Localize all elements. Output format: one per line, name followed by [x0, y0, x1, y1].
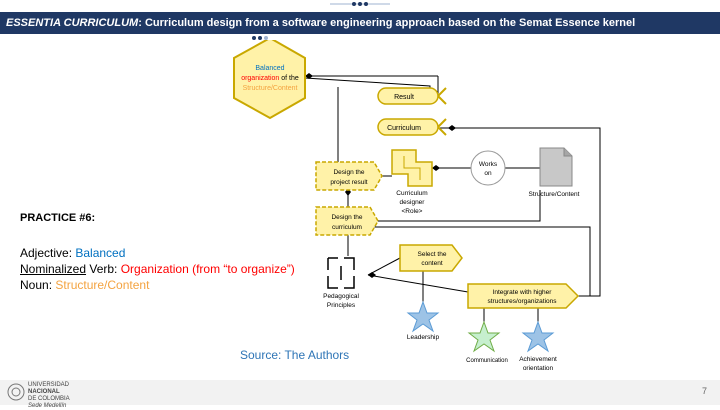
- activity-design-curriculum: Design the curriculum: [315, 206, 379, 236]
- role-line2: designer: [400, 199, 426, 206]
- activity-space-select-content: Select the content: [399, 244, 463, 272]
- activity-design-result-line2: project result: [330, 179, 367, 186]
- competency-leadership-label: Leadership: [407, 334, 440, 341]
- noun-value: Structure/Content: [55, 278, 150, 292]
- verb-label: Nominalized: [20, 262, 87, 276]
- alpha-curriculum-label: Curriculum: [387, 125, 421, 132]
- noun-line: Noun: Structure/Content: [20, 278, 149, 292]
- slide-title-italic: ESSENTIA CURRICULUM: [6, 17, 139, 29]
- select-content-line1: Select the: [418, 251, 447, 258]
- logo-line4: Sede Medellín: [28, 403, 67, 409]
- noun-label: Noun:: [20, 278, 56, 292]
- goal-word-structure: Structure/Content: [243, 85, 298, 92]
- goal-word-balanced: Balanced: [255, 65, 284, 72]
- adjective-line: Adjective: Balanced: [20, 246, 125, 260]
- activity-design-result-line1: Design the: [333, 169, 364, 176]
- adjective-label: Adjective:: [20, 246, 76, 260]
- source-caption: Source: The Authors: [240, 348, 350, 362]
- role-line3: <Role>: [402, 208, 423, 215]
- works-on-circle: Works on: [470, 150, 506, 186]
- practice-description: PRACTICE #6: Adjective: Balanced Nominal…: [20, 212, 340, 302]
- alpha-result: Result: [377, 87, 447, 105]
- university-logo-text: UNIVERSIDAD NACIONAL DE COLOMBIA Sede Me…: [28, 382, 70, 410]
- verb-label-rest: Verb:: [86, 262, 121, 276]
- work-product-icon: [539, 147, 573, 187]
- pattern-line2: Principles: [327, 302, 356, 309]
- competency-achievement-star-icon: [521, 320, 555, 353]
- select-content-line2: content: [421, 260, 443, 267]
- role-line1: Curriculum: [396, 190, 427, 197]
- adjective-value: Balanced: [75, 246, 126, 260]
- works-on-line1: Works: [479, 161, 498, 168]
- competency-communication-star-icon: [467, 320, 501, 353]
- logo-line3: DE COLOMBIA: [28, 396, 70, 402]
- competency-leadership-star-icon: [406, 300, 440, 333]
- university-seal-icon: [7, 383, 25, 401]
- activity-design-curriculum-line1: Design the: [331, 214, 362, 221]
- slide-title-bar: ESSENTIA CURRICULUM: Curriculum design f…: [0, 12, 720, 34]
- goal-line2: organization of the: [241, 75, 299, 82]
- goal-hexagon: [233, 40, 306, 120]
- activity-design-project-result: Design the project result: [315, 161, 383, 191]
- goal-word-organization: organization: [241, 75, 279, 82]
- activity-space-integrate: Integrate with higher structures/organiz…: [467, 283, 580, 309]
- pattern-pedagogical-principles-icon: [327, 257, 355, 289]
- works-on-line2: on: [484, 170, 492, 177]
- verb-value: Organization (from “to organize”): [120, 262, 295, 276]
- pattern-line1: Pedagogical: [323, 293, 359, 300]
- work-product-label: Structure/Content: [529, 191, 580, 198]
- verb-line: Nominalized Verb: Organization (from “to…: [20, 262, 295, 276]
- top-decoration-dots: [330, 2, 390, 6]
- title-decoration-dots: [252, 36, 268, 40]
- page-number: 7: [702, 386, 708, 396]
- integrate-line1: Integrate with higher: [493, 289, 553, 296]
- logo-line2: NACIONAL: [28, 389, 60, 395]
- competency-achievement-line2: orientation: [523, 365, 554, 372]
- alpha-result-label: Result: [394, 94, 414, 101]
- essence-practice-diagram: Balanced organization of the Structure/C…: [233, 40, 601, 372]
- activity-design-curriculum-line2: curriculum: [332, 224, 362, 231]
- competency-achievement-line1: Achievement: [519, 356, 557, 363]
- alpha-curriculum: Curriculum: [377, 118, 447, 136]
- role-curriculum-designer-icon: [391, 149, 433, 187]
- practice-title: PRACTICE #6:: [20, 212, 96, 224]
- competency-communication-label: Communication: [466, 358, 508, 364]
- slide-title-rest: : Curriculum design from a software engi…: [138, 17, 636, 29]
- slide-footer: [0, 380, 720, 405]
- goal-word-of-the: of the: [279, 75, 299, 82]
- integrate-line2: structures/organizations: [487, 298, 557, 305]
- logo-line1: UNIVERSIDAD: [28, 382, 70, 388]
